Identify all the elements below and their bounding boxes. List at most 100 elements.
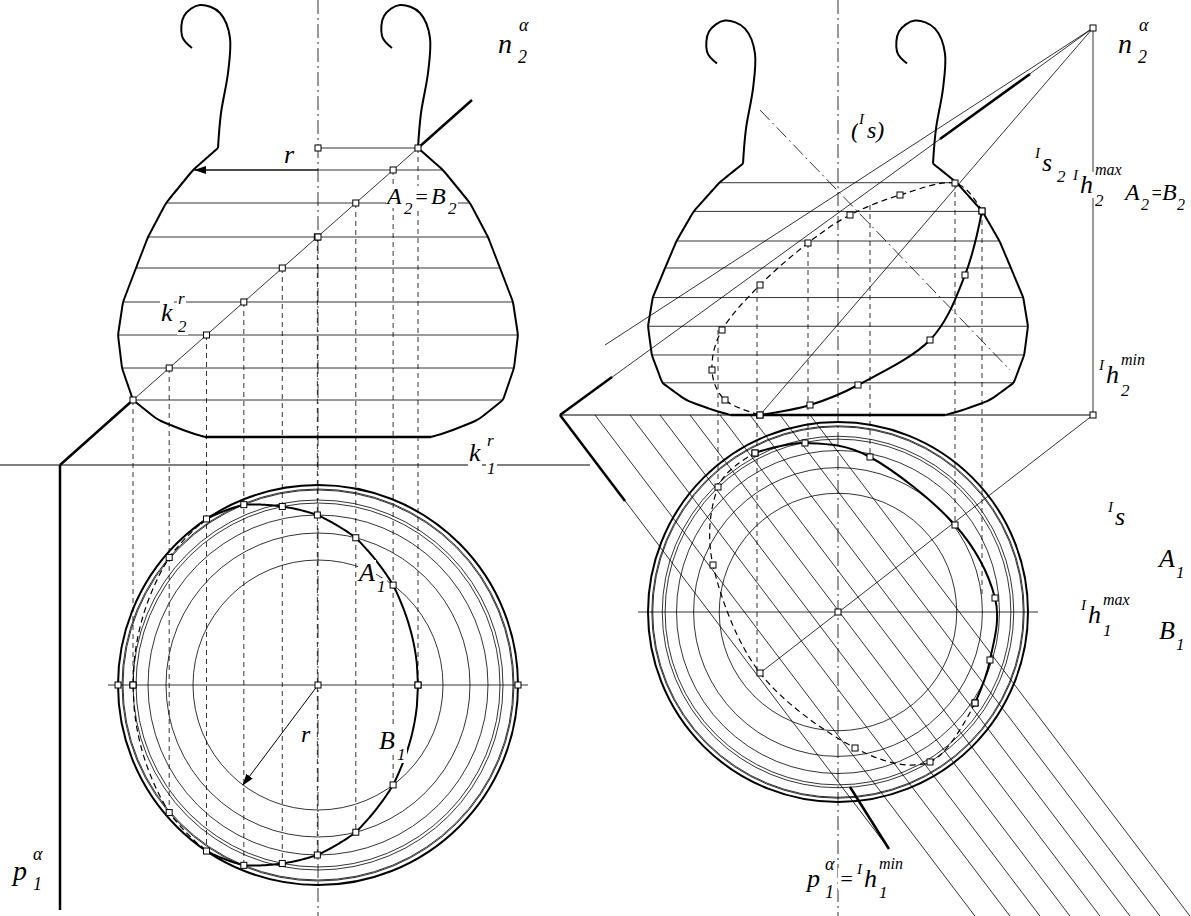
point-marker xyxy=(415,145,421,151)
projection-line xyxy=(757,288,758,673)
projection-line xyxy=(393,170,394,785)
point-marker xyxy=(987,657,993,663)
point-marker xyxy=(390,167,396,173)
point-marker xyxy=(979,208,985,214)
surface-outline xyxy=(381,5,430,148)
notation-label: A xyxy=(1124,180,1141,204)
point-marker xyxy=(314,512,320,518)
notation-label: 1 xyxy=(486,460,497,477)
surface-outline xyxy=(648,164,743,415)
notation-label: = xyxy=(413,186,430,208)
plane-trace xyxy=(418,100,472,148)
section-curve-visible xyxy=(201,504,418,685)
notation-label: 2 xyxy=(1120,382,1131,399)
point-marker xyxy=(847,212,853,218)
point-marker xyxy=(855,382,861,388)
point-marker xyxy=(314,852,320,858)
projection-line xyxy=(282,268,283,863)
notation-label: 2 xyxy=(447,200,458,217)
parallel-circle xyxy=(662,436,1014,788)
notation-label: n xyxy=(497,30,513,58)
notation-label: I xyxy=(858,112,865,127)
notation-label: B xyxy=(378,728,396,754)
notation-label: 2 xyxy=(1176,197,1186,213)
projection-line xyxy=(355,203,356,832)
frontal-line xyxy=(677,241,1000,242)
point-marker xyxy=(952,180,958,186)
radius-arrow xyxy=(195,170,318,171)
notation-label: 1 xyxy=(376,578,387,595)
parallel-circle xyxy=(665,439,1011,785)
notation-label: 1 xyxy=(1175,636,1186,653)
section-curve-visible xyxy=(760,211,982,415)
horizontal-trace xyxy=(630,415,1010,916)
projection-axis xyxy=(0,465,590,466)
notation-label: A xyxy=(386,184,403,208)
point-marker xyxy=(715,484,721,490)
parallel-circle xyxy=(719,493,957,731)
point-marker xyxy=(279,860,285,866)
rotated-axis xyxy=(760,110,1010,370)
parallel-line xyxy=(318,148,418,149)
plane-trace xyxy=(560,415,625,501)
notation-label: 1 xyxy=(824,883,835,901)
notation-label: = xyxy=(838,868,855,890)
projection-line xyxy=(718,330,719,487)
parallel-line xyxy=(122,368,514,369)
auxiliary-line xyxy=(760,415,1093,673)
parallel-circle xyxy=(652,426,1024,798)
notation-label: 1 xyxy=(396,746,407,763)
point-marker xyxy=(415,682,421,688)
point-marker xyxy=(952,522,958,528)
parallel-circle xyxy=(694,468,983,757)
projection-line xyxy=(317,237,318,855)
notation-label: α xyxy=(518,16,529,34)
point-marker xyxy=(709,367,715,373)
notation-label: I xyxy=(1034,146,1041,161)
outline-circle xyxy=(648,422,1028,802)
notation-label: I xyxy=(1080,598,1087,613)
section-curve-hidden xyxy=(133,525,200,846)
point-marker xyxy=(279,265,285,271)
axis-line xyxy=(318,0,319,916)
section-curve-visible xyxy=(755,443,997,703)
plane-trace xyxy=(560,377,612,415)
plane-trace xyxy=(560,415,889,849)
parallel-line xyxy=(133,400,503,401)
notation-label: I xyxy=(1072,168,1079,183)
point-marker xyxy=(130,397,136,403)
horizontal-trace xyxy=(780,415,1160,916)
projection-line xyxy=(169,368,170,813)
point-marker xyxy=(279,504,285,510)
notation-label: max xyxy=(1102,592,1131,608)
notation-label: I xyxy=(856,862,863,877)
surface-outline xyxy=(418,148,518,437)
projection-line xyxy=(133,400,134,685)
point-marker xyxy=(962,272,968,278)
surface-outline xyxy=(896,21,945,164)
point-marker xyxy=(315,145,321,151)
point-marker xyxy=(515,682,521,688)
notation-label: α xyxy=(32,845,43,863)
notation-label: k xyxy=(160,300,174,326)
point-marker xyxy=(130,682,136,688)
point-marker xyxy=(204,848,210,854)
point-marker xyxy=(867,454,873,460)
parallel-line xyxy=(193,170,443,171)
point-marker xyxy=(1090,25,1096,31)
notation-label: 1 xyxy=(878,884,889,901)
parallel-circle xyxy=(193,560,443,810)
point-marker xyxy=(166,554,172,560)
notation-label: 1 xyxy=(1175,564,1186,581)
notation-label: h xyxy=(1087,602,1102,628)
point-marker xyxy=(757,670,763,676)
notation-label: I xyxy=(1107,500,1114,515)
notation-label: max xyxy=(1094,162,1123,178)
parallel-line xyxy=(136,268,500,269)
point-marker xyxy=(166,810,172,816)
notation-label: s xyxy=(1041,150,1053,176)
surface-outline xyxy=(933,164,1028,415)
point-marker xyxy=(757,412,763,418)
projection-line xyxy=(206,335,207,851)
